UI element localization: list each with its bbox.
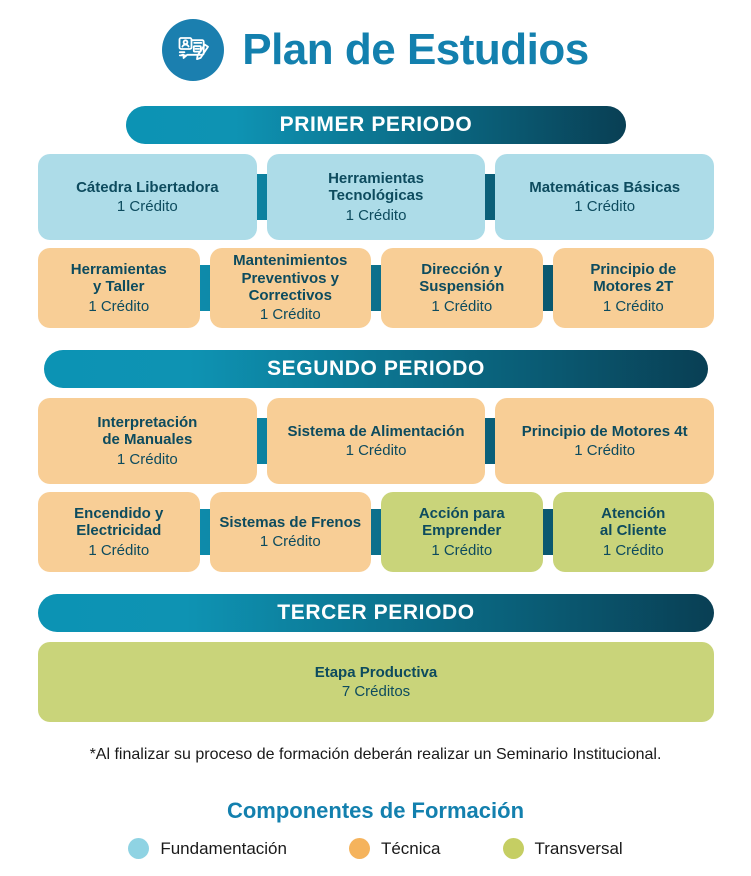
legend-item-fundamentacion: Fundamentación <box>128 838 287 859</box>
course-credits: 1 Crédito <box>431 297 493 315</box>
course-card[interactable]: Sistemas de Frenos 1 Crédito <box>209 492 371 572</box>
course-name: Matemáticas Básicas <box>529 178 681 196</box>
period-block: TERCER PERIODO Etapa Productiva 7 Créditos <box>0 594 751 722</box>
course-card-group: Etapa Productiva 7 Créditos <box>38 642 714 722</box>
course-credits: 1 Crédito <box>88 297 150 315</box>
course-row: Etapa Productiva 7 Créditos <box>38 642 714 722</box>
legend-item-tecnica: Técnica <box>348 838 441 859</box>
period-header-label: PRIMER PERIODO <box>279 113 473 136</box>
course-card[interactable]: Cátedra Libertadora 1 Crédito <box>38 154 257 240</box>
course-credits: 1 Crédito <box>88 541 150 559</box>
course-credits: 1 Crédito <box>602 541 664 559</box>
period-header: PRIMER PERIODO <box>126 106 626 144</box>
footnote: *Al finalizar su proceso de formación de… <box>89 746 662 763</box>
course-name: Principio de Motores 4t <box>521 422 688 440</box>
course-card[interactable]: Sistema de Alimentación 1 Crédito <box>266 398 486 484</box>
legend-item-transversal: Transversal <box>502 838 623 859</box>
period-header-label: SEGUNDO PERIODO <box>267 357 485 380</box>
page-title: Plan de Estudios <box>242 25 589 74</box>
period-header: TERCER PERIODO <box>38 594 714 632</box>
course-credits: 1 Crédito <box>574 442 636 459</box>
course-credits: 1 Crédito <box>602 297 664 315</box>
legend-label: Técnica <box>380 838 441 858</box>
legend-title: Componentes de Formación <box>226 798 525 823</box>
period-block: PRIMER PERIODO Cátedra Libertadora 1 Crédi… <box>0 106 751 328</box>
course-name: Sistema de Alimentación <box>287 422 465 440</box>
course-credits: 1 Crédito <box>345 442 407 459</box>
page-header: Plan de Estudios <box>0 0 751 96</box>
curriculum-periods: PRIMER PERIODO Cátedra Libertadora 1 Crédi… <box>0 106 751 722</box>
course-name: Sistemas de Frenos <box>219 513 362 531</box>
legend-color-dot <box>348 838 370 859</box>
course-credits: 1 Crédito <box>116 450 178 468</box>
period-header: SEGUNDO PERIODO <box>44 350 708 388</box>
course-credits: 1 Crédito <box>259 306 321 324</box>
course-credits: 1 Crédito <box>431 541 493 559</box>
legend-color-dot <box>128 838 150 859</box>
course-credits: 1 Crédito <box>345 206 407 224</box>
course-card[interactable]: Matemáticas Básicas 1 Crédito <box>495 154 715 240</box>
legend-label: Transversal <box>534 838 623 858</box>
course-credits: 1 Crédito <box>574 198 636 215</box>
course-credits: 1 Crédito <box>259 533 321 550</box>
legend-color-dot <box>502 838 524 859</box>
course-credits: 7 Créditos <box>341 683 411 700</box>
course-card[interactable]: Principio de Motores 4t 1 Crédito <box>495 398 715 484</box>
course-card[interactable]: Etapa Productiva 7 Créditos <box>38 642 714 722</box>
document-form-pen-icon <box>162 19 225 81</box>
legend: Fundamentación Técnica Transversal <box>0 838 751 859</box>
period-header-label: TERCER PERIODO <box>277 601 475 624</box>
course-name: Etapa Productiva <box>314 663 438 681</box>
legend-label: Fundamentación <box>160 838 287 858</box>
course-name: Cátedra Libertadora <box>76 178 219 196</box>
course-credits: 1 Crédito <box>116 198 178 215</box>
